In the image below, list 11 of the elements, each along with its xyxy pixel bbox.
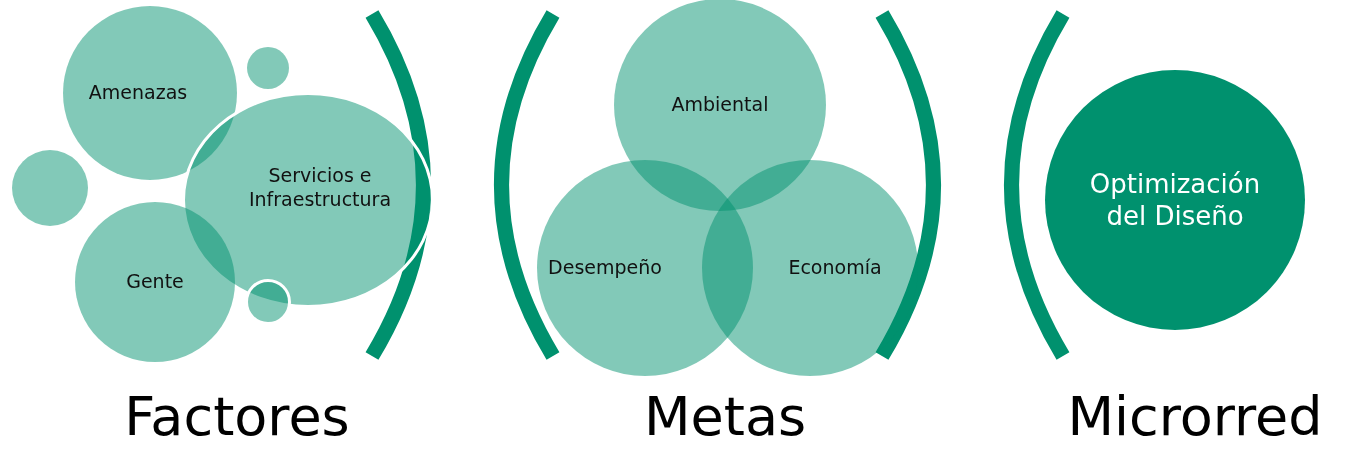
section-heading: Microrred [1067,385,1323,448]
circle-label: Gente [126,270,184,294]
circle-label: Ambiental [671,93,769,117]
section-heading: Metas [643,385,807,448]
circle-label: Desempeño [548,256,662,280]
circle-label: Servicios e Infraestructura [247,164,393,212]
circle-label: Economía [788,256,882,280]
empty-circle [247,47,289,89]
circle-label: Amenazas [88,81,188,105]
section-heading: Factores [124,385,350,448]
circle-label: Optimización del Diseño [1088,167,1262,233]
